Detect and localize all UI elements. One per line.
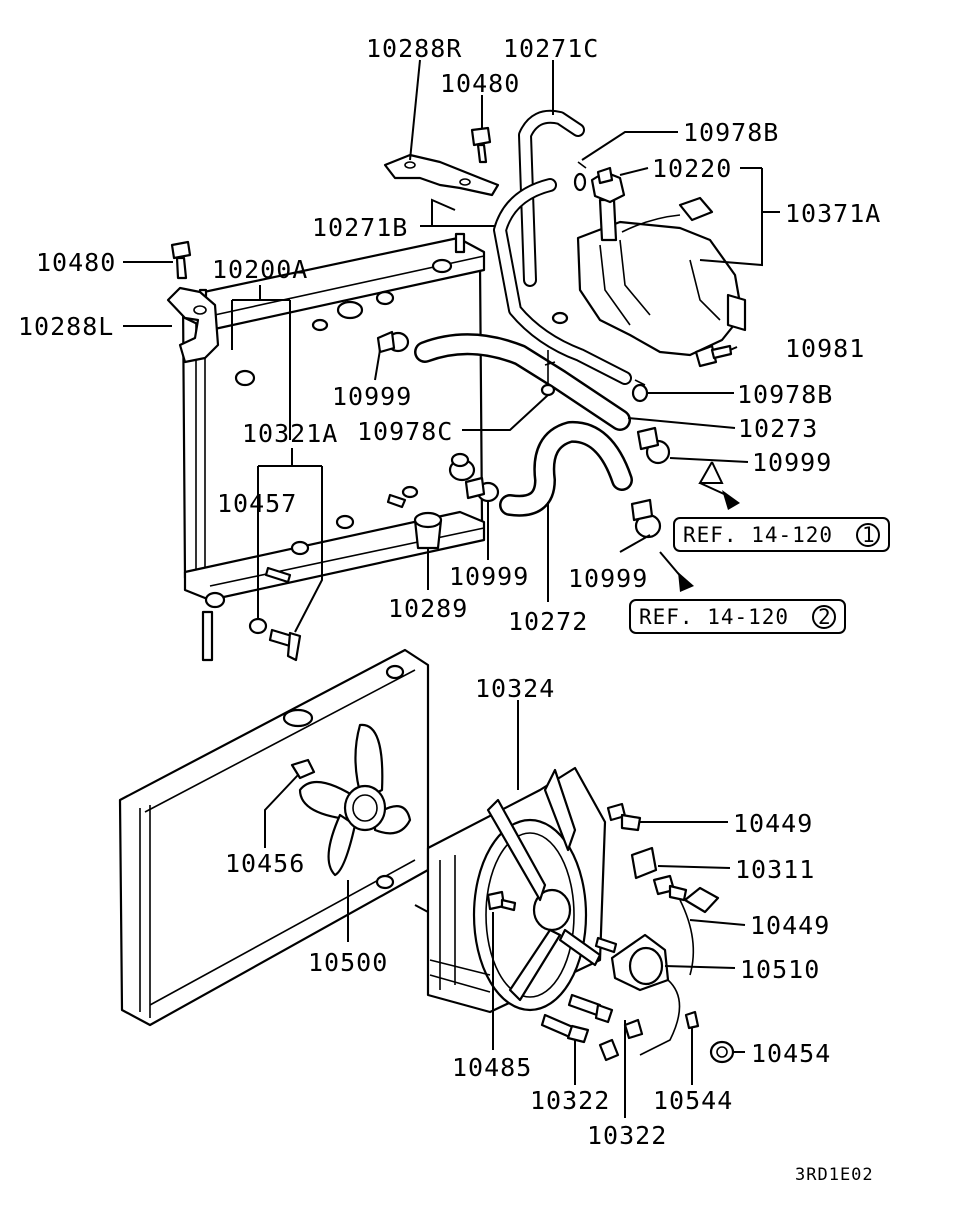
label-10981: 10981: [785, 334, 865, 363]
o-ring-10457: [248, 617, 268, 635]
ref-box-1: REF. 14-120 1: [673, 517, 890, 552]
ref-1-num: 1: [862, 523, 876, 547]
clip-10978B-mid: [631, 383, 649, 403]
label-10544: 10544: [653, 1086, 733, 1115]
ref-2-text: REF. 14-120: [639, 605, 789, 629]
label-10510: 10510: [740, 955, 820, 984]
clip-10978B-top-pin: [577, 161, 587, 169]
clamp-10999-a: [376, 330, 410, 354]
label-10324: 10324: [475, 674, 555, 703]
label-10322-b: 10322: [587, 1121, 667, 1150]
label-10999-b: 10999: [752, 448, 832, 477]
hose-10273: [414, 333, 631, 431]
label-10220: 10220: [652, 154, 732, 183]
label-10273: 10273: [738, 414, 818, 443]
label-10485: 10485: [452, 1053, 532, 1082]
label-10322-a: 10322: [530, 1086, 610, 1115]
label-10321A: 10321A: [242, 419, 338, 448]
clamp-10999-b: [636, 426, 671, 465]
hose-10271B: [493, 178, 632, 385]
clip-10544: [684, 1010, 700, 1030]
mount-10289: [413, 511, 443, 550]
label-10454: 10454: [751, 1039, 831, 1068]
bolt-10449-a: [606, 802, 642, 832]
fan-shroud-10324: [426, 766, 607, 1014]
clip-10311: [630, 846, 658, 880]
label-10999-d: 10999: [568, 564, 648, 593]
label-10449-b: 10449: [750, 911, 830, 940]
label-10288L: 10288L: [18, 312, 114, 341]
clamp-10999-c: [464, 476, 500, 503]
ref-1-text: REF. 14-120: [683, 523, 833, 547]
label-10999-c: 10999: [449, 562, 529, 591]
label-10271C: 10271C: [503, 34, 599, 63]
part-labels: 10288R 10271C 10480 10978B 10220 10271B …: [18, 34, 881, 1150]
bolt-10480-top: [470, 126, 492, 164]
label-10449-a: 10449: [733, 809, 813, 838]
label-10456: 10456: [225, 849, 305, 878]
hose-clip-10978C: [540, 311, 569, 397]
hose-10272: [499, 420, 633, 517]
label-10500: 10500: [308, 948, 388, 977]
bracket-10288L: [166, 286, 220, 364]
label-10978B-mid: 10978B: [737, 380, 833, 409]
bolt-10449-b: [652, 874, 688, 902]
connector-b: [623, 1018, 644, 1040]
clip-10978B-top: [573, 172, 587, 192]
label-10999-a: 10999: [332, 382, 412, 411]
bolt-10480-left: [170, 240, 192, 280]
connector-a: [598, 1038, 620, 1062]
grommet-10454: [709, 1040, 735, 1064]
bracket-10288R: [383, 153, 500, 197]
label-10978C: 10978C: [357, 417, 453, 446]
label-10978B-top: 10978B: [683, 118, 779, 147]
label-10371A: 10371A: [785, 199, 881, 228]
ref-2-num: 2: [818, 605, 832, 629]
label-10271B: 10271B: [312, 213, 408, 242]
label-10288R: 10288R: [366, 34, 462, 63]
fan-motor-10510: [594, 886, 720, 1056]
leader-lines: [123, 59, 780, 1118]
ref-box-2: REF. 14-120 2: [629, 599, 846, 634]
bolt-10485: [486, 890, 517, 912]
reserve-tank-10371A: [576, 166, 747, 368]
arrow-ref1: [722, 490, 740, 510]
sensor-10322-b: [567, 993, 614, 1024]
clamp-10999-d: [630, 498, 662, 539]
hose-10271C: [518, 109, 585, 287]
label-10480-top: 10480: [440, 69, 520, 98]
label-10457: 10457: [217, 489, 297, 518]
label-10480-left: 10480: [36, 248, 116, 277]
sensor-10321A: [268, 628, 302, 662]
label-10200A: 10200A: [212, 255, 308, 284]
nut-10456: [290, 758, 316, 780]
label-10289: 10289: [388, 594, 468, 623]
diagram-code: 3RD1E02: [795, 1165, 874, 1185]
label-10272: 10272: [508, 607, 588, 636]
sensor-10322-a: [540, 1013, 590, 1044]
cooling-fan-10500: [298, 723, 412, 877]
label-10311: 10311: [735, 855, 815, 884]
